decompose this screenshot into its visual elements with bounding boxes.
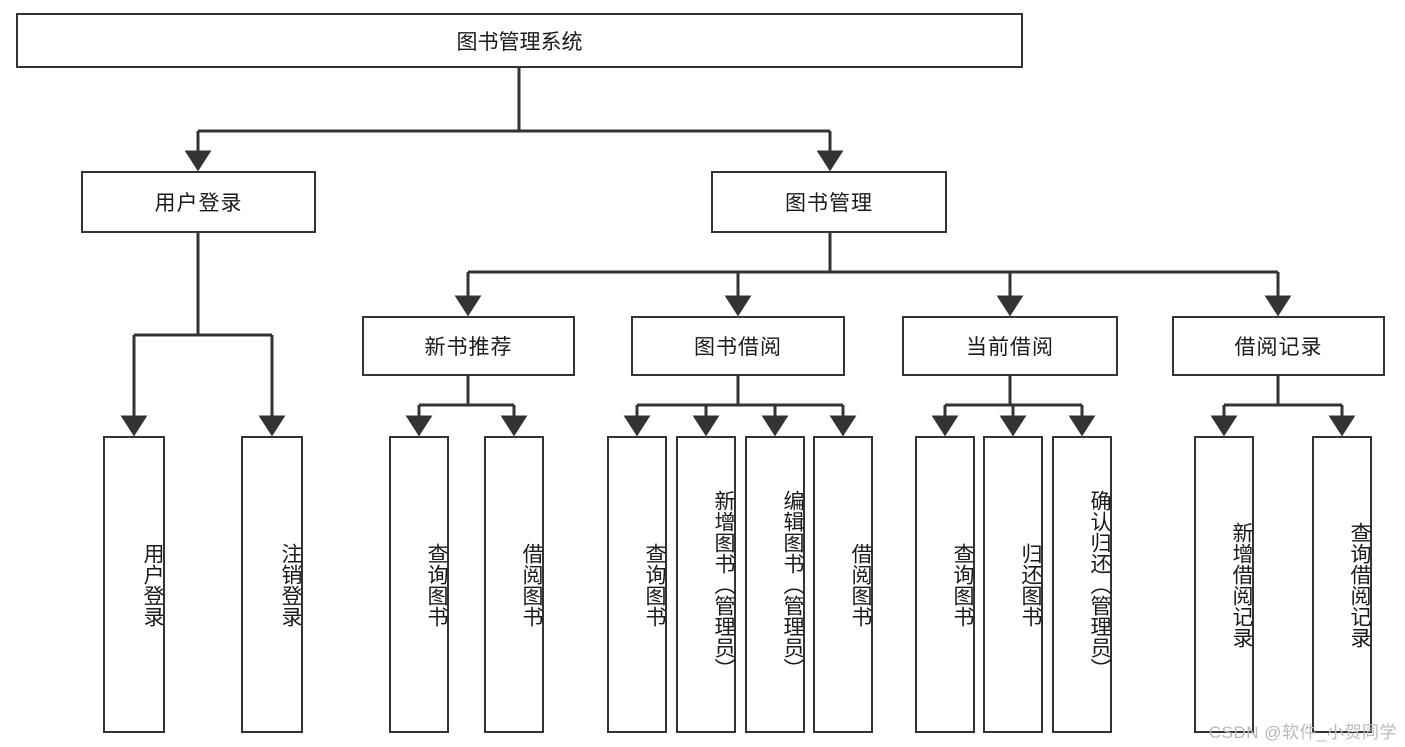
leaf-user-login[interactable]: 用户登录	[103, 436, 165, 733]
leaf-borrow-book-1-label: 借阅图书	[520, 542, 543, 627]
node-root[interactable]: 图书管理系统	[16, 13, 1023, 68]
leaf-borrow-book-2-label: 借阅图书	[849, 542, 872, 627]
node-current-borrow[interactable]: 当前借阅	[902, 316, 1118, 376]
leaf-edit-book-admin-label: 编辑图书（管理员）	[781, 490, 804, 679]
node-borrow-record[interactable]: 借阅记录	[1172, 316, 1385, 376]
node-new-book-recommend[interactable]: 新书推荐	[362, 316, 575, 376]
leaf-add-borrow-record-label: 新增借阅记录	[1230, 521, 1253, 648]
node-user-login-label: 用户登录	[154, 192, 243, 215]
leaf-query-book-3-label: 查询图书	[951, 542, 974, 627]
leaf-query-book-3[interactable]: 查询图书	[915, 436, 975, 733]
leaf-query-book-1[interactable]: 查询图书	[389, 436, 449, 733]
leaf-query-book-2-label: 查询图书	[643, 542, 666, 627]
leaf-return-book[interactable]: 归还图书	[983, 436, 1043, 733]
node-book-borrow-label: 图书借阅	[694, 336, 782, 359]
leaf-confirm-return-admin-label: 确认归还（管理员）	[1088, 490, 1111, 679]
leaf-add-borrow-record[interactable]: 新增借阅记录	[1194, 436, 1254, 733]
node-book-management[interactable]: 图书管理	[711, 171, 947, 233]
leaf-query-borrow-record-label: 查询借阅记录	[1348, 521, 1371, 648]
node-root-label: 图书管理系统	[456, 30, 583, 54]
leaf-add-book-admin[interactable]: 新增图书（管理员）	[676, 436, 736, 733]
node-borrow-record-label: 借阅记录	[1234, 336, 1323, 359]
node-user-login[interactable]: 用户登录	[81, 171, 316, 233]
leaf-borrow-book-1[interactable]: 借阅图书	[484, 436, 544, 733]
node-book-management-label: 图书管理	[785, 192, 873, 215]
leaf-query-book-2[interactable]: 查询图书	[607, 436, 667, 733]
leaf-user-login-label: 用户登录	[141, 542, 164, 627]
node-current-borrow-label: 当前借阅	[966, 336, 1054, 359]
leaf-borrow-book-2[interactable]: 借阅图书	[813, 436, 873, 733]
watermark: CSDN @软件_小贺同学	[1208, 723, 1397, 742]
leaf-add-book-admin-label: 新增图书（管理员）	[712, 490, 735, 679]
leaf-query-book-1-label: 查询图书	[425, 542, 448, 627]
node-book-borrow[interactable]: 图书借阅	[631, 316, 845, 376]
node-new-book-recommend-label: 新书推荐	[424, 336, 513, 359]
leaf-query-borrow-record[interactable]: 查询借阅记录	[1312, 436, 1372, 733]
leaf-logout[interactable]: 注销登录	[241, 436, 303, 733]
leaf-return-book-label: 归还图书	[1019, 542, 1042, 627]
leaf-edit-book-admin[interactable]: 编辑图书（管理员）	[745, 436, 805, 733]
leaf-confirm-return-admin[interactable]: 确认归还（管理员）	[1052, 436, 1112, 733]
leaf-logout-label: 注销登录	[279, 542, 302, 627]
